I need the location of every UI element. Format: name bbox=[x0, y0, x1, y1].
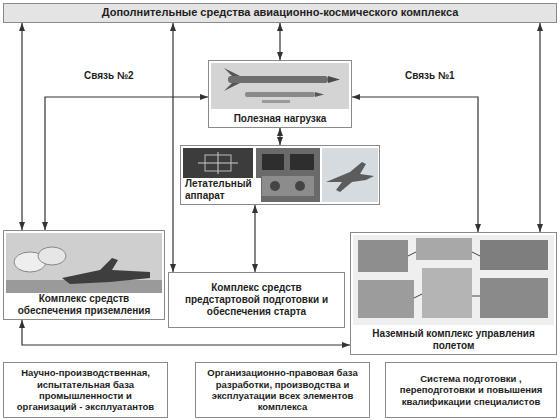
aircraft-box: Летательный аппарат bbox=[180, 145, 380, 205]
illustration-part bbox=[408, 252, 480, 298]
payload-box: Полезная нагрузка bbox=[208, 60, 352, 128]
system-band: Дополнительные средства авиационно-косми… bbox=[3, 3, 557, 23]
ground-control-box: Наземный комплекс управления полетом bbox=[350, 232, 557, 355]
aircraft-photos bbox=[183, 148, 378, 202]
link-arrow bbox=[45, 97, 208, 230]
link-arrow bbox=[352, 97, 478, 232]
illustration-part bbox=[256, 148, 320, 202]
box-label: Организационно-правовая база разработки,… bbox=[199, 367, 366, 413]
link-arrow bbox=[254, 205, 255, 272]
illustration-part bbox=[416, 238, 472, 260]
illustration-part bbox=[198, 163, 238, 164]
landing-photo bbox=[6, 233, 162, 295]
prestart-box: Комплекс средств предстартовой подготовк… bbox=[168, 272, 345, 328]
link-label: Связь №1 bbox=[403, 70, 457, 81]
landing-box: Комплекс средств обеспечения приземления bbox=[3, 230, 165, 320]
illustration-part bbox=[245, 92, 315, 97]
illustration-part bbox=[322, 148, 378, 202]
illustration-part bbox=[270, 181, 280, 191]
base-box: Система подготовки , переподготовки и по… bbox=[385, 362, 557, 418]
link-arrow bbox=[279, 23, 280, 60]
illustration-part bbox=[353, 235, 554, 325]
box-label: Летательный аппарат bbox=[183, 178, 261, 202]
illustration-part bbox=[295, 181, 305, 191]
base-box: Организационно-правовая база разработки,… bbox=[195, 362, 370, 418]
box-label: Система подготовки , переподготовки и по… bbox=[389, 373, 553, 407]
illustration-part bbox=[328, 76, 340, 83]
link-arrow bbox=[279, 128, 280, 145]
link-arrow bbox=[21, 23, 22, 230]
illustration-part bbox=[6, 233, 162, 295]
illustration-part bbox=[224, 68, 240, 91]
illustration-part bbox=[205, 155, 231, 171]
base-box: Научно-производственная, испытательная б… bbox=[3, 362, 168, 418]
illustration-part bbox=[62, 258, 150, 284]
illustration-part bbox=[315, 92, 324, 97]
link-label: Связь №2 bbox=[82, 70, 136, 81]
illustration-part bbox=[262, 176, 314, 196]
box-label: Комплекс средств предстартовой подготовк… bbox=[173, 282, 340, 318]
box-label: Дополнительные средства авиационно-косми… bbox=[100, 6, 461, 19]
link-arrow bbox=[539, 23, 540, 232]
link-arrow bbox=[172, 23, 173, 272]
illustration-part bbox=[183, 148, 253, 178]
illustration-part bbox=[422, 268, 472, 318]
box-label: Наземный комплекс управления полетом bbox=[353, 328, 554, 352]
illustration-part bbox=[358, 240, 408, 272]
illustration-part bbox=[228, 76, 328, 83]
illustration-part bbox=[262, 154, 284, 170]
box-label: Полезная нагрузка bbox=[232, 113, 329, 125]
box-label: Комплекс средств обеспечения приземления bbox=[6, 293, 162, 317]
illustration-part bbox=[211, 63, 349, 109]
illustration-part bbox=[262, 100, 290, 103]
illustration-part bbox=[480, 278, 548, 318]
payload-photo bbox=[211, 63, 349, 109]
illustration-part bbox=[326, 162, 374, 192]
illustration-part bbox=[480, 240, 548, 270]
box-label: Научно-производственная, испытательная б… bbox=[7, 367, 164, 413]
illustration-part bbox=[358, 280, 414, 318]
illustration-part bbox=[290, 154, 314, 170]
illustration-part bbox=[38, 247, 66, 265]
ground-control-photo bbox=[353, 235, 554, 325]
